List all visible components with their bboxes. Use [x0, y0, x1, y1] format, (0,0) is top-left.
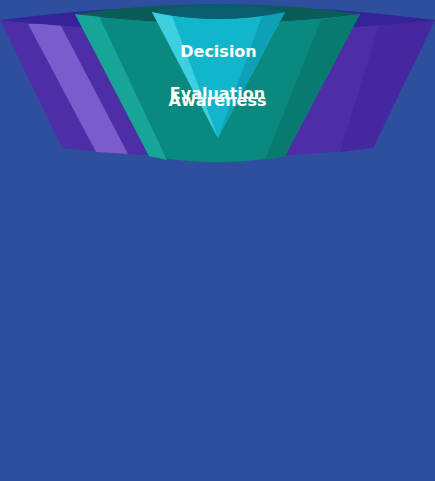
stage-label: Evaluation	[75, 84, 360, 104]
stage-shade	[265, 14, 360, 160]
stage-rim	[152, 4, 285, 19]
stage-label: Decision	[152, 42, 285, 62]
stage-highlight	[75, 14, 167, 160]
funnel-stage: Decision	[152, 0, 285, 140]
stage-shade	[218, 12, 285, 138]
stage-body	[152, 12, 285, 138]
stage-highlight	[152, 12, 218, 138]
funnel-bottom	[152, 0, 285, 140]
stage-shade	[340, 20, 435, 152]
